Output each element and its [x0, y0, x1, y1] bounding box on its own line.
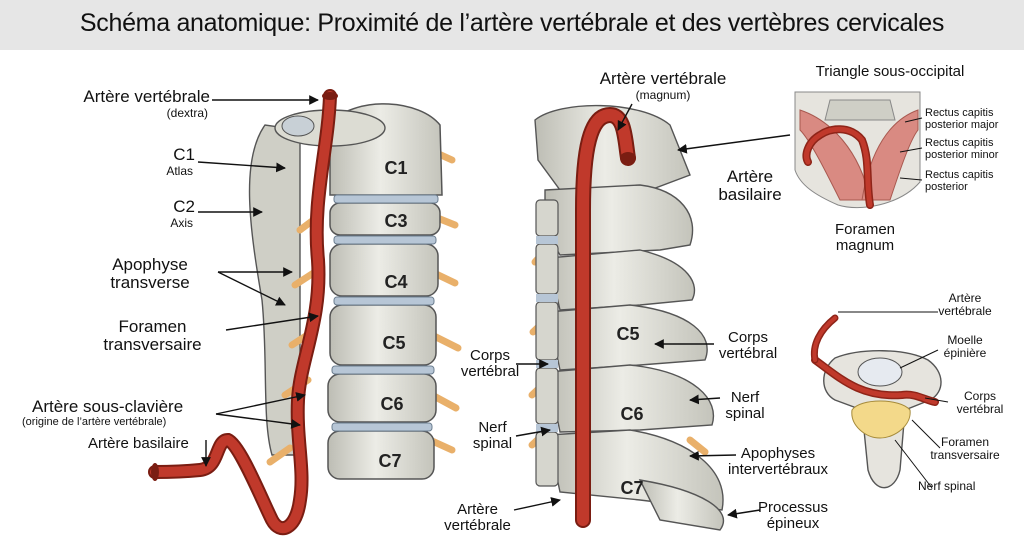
vertebra-label-mid-c6: C6	[620, 404, 644, 424]
suboccipital-leaders	[899, 117, 923, 181]
left-discs	[331, 194, 439, 432]
label-middle-artery-sub: (magnum)	[635, 88, 691, 102]
label-suboccipital-title: Triangle sous-occipital	[815, 63, 965, 80]
title-bar	[0, 0, 1024, 50]
vertebra-label-c3: C3	[384, 211, 408, 231]
label-atlas: Atlas	[166, 164, 193, 178]
label-artery-vertebral: Artère vertébrale	[83, 87, 210, 106]
middle-spine	[528, 104, 725, 531]
left-leaders	[197, 95, 319, 467]
vertebra-top-view	[810, 314, 942, 489]
label-axis: Axis	[170, 216, 193, 230]
label-subclavian: Artère sous-clavière	[32, 397, 184, 416]
vertebra-leaders	[838, 311, 949, 489]
left-vertebral-artery	[148, 89, 338, 536]
label-middle-spinous: Processus épineux	[757, 499, 829, 532]
label-rectus-minor: Rectus capitis posterior minor	[925, 137, 999, 161]
middle-bones	[534, 104, 725, 531]
label-c1: C1	[173, 145, 195, 164]
suboccipital-illustration	[794, 91, 921, 209]
label-middle-body-right: Corps vertébral	[718, 329, 778, 362]
label-middle-basilar: Artère basilaire	[718, 167, 782, 204]
page-title: Schéma anatomique: Proximité de l’artère…	[79, 9, 945, 37]
label-middle-artery-bottom: Artère vertébrale	[444, 501, 511, 534]
middle-vertebral-artery	[575, 106, 636, 528]
label-rectus-posterior: Rectus capitis posterior	[925, 169, 994, 193]
label-middle-artery: Artère vertébrale	[599, 69, 727, 88]
vertebra-label-c7: C7	[378, 451, 402, 471]
vertebra-label-c4: C4	[384, 272, 408, 292]
vertebra-label-c6: C6	[380, 394, 404, 414]
label-br-foramen: Foramen transversaire	[930, 435, 1000, 462]
label-br-nerve: Nerf spinal	[918, 479, 976, 493]
label-apophyse: Apophyse transverse	[110, 255, 190, 292]
vertebra-label-c1: C1	[384, 158, 408, 178]
vertebra-label-mid-c7: C7	[620, 478, 644, 498]
label-artery-vertebral-sub: (dextra)	[166, 106, 208, 120]
label-middle-nerve-right: Nerf spinal	[725, 389, 765, 422]
left-vertebral-bodies	[327, 103, 443, 480]
label-basilar-left: Artère basilaire	[88, 435, 189, 452]
label-subclavian-sub: (origine de l’artère vertébrale)	[22, 416, 167, 428]
vertebra-label-mid-c5: C5	[616, 324, 640, 344]
label-middle-apophyses: Apophyses intervertébraux	[727, 445, 829, 478]
label-middle-nerve-left: Nerf spinal	[472, 419, 513, 452]
middle-leaders	[513, 103, 791, 519]
vertebra-label-c5: C5	[382, 333, 406, 353]
label-br-cord: Moelle épinière	[943, 333, 987, 360]
label-middle-body-left: Corps vertébral	[460, 347, 520, 380]
label-rectus-major: Rectus capitis posterior major	[925, 107, 999, 131]
label-br-body: Corps vertébral	[956, 389, 1004, 416]
label-br-artery: Artère vertébrale	[938, 291, 992, 318]
label-foramen: Foramen transversaire	[103, 317, 202, 354]
label-foramen-magnum: Foramen magnum	[834, 221, 896, 254]
label-c2: C2	[173, 197, 195, 216]
